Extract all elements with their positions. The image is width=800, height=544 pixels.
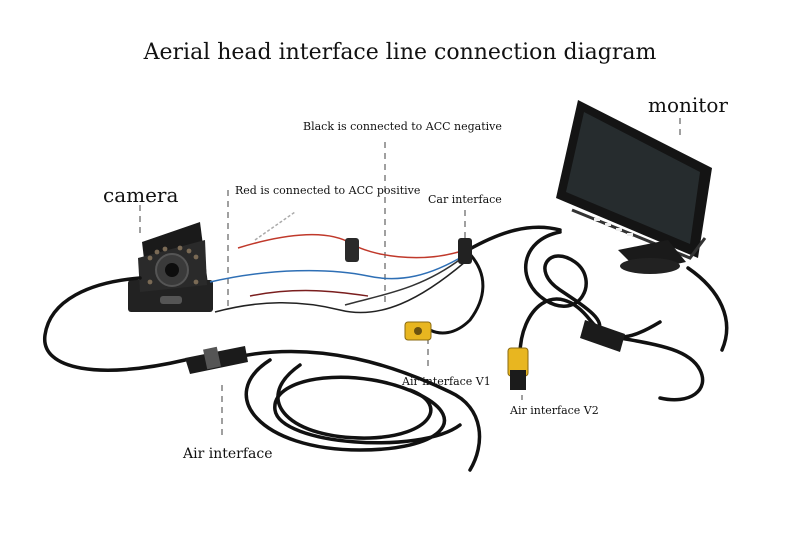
coil-2 bbox=[276, 363, 433, 440]
car-interface-label: Car interface bbox=[428, 193, 502, 206]
black-wire bbox=[214, 261, 466, 314]
air-interface-v1-label: Air interface V1 bbox=[402, 375, 491, 388]
camera-unit bbox=[128, 222, 213, 312]
red-wire-label: Red is connected to ACC positive bbox=[235, 184, 421, 197]
v2-connector bbox=[507, 347, 529, 390]
camera-cable bbox=[43, 276, 187, 372]
camera-label: camera bbox=[103, 183, 179, 207]
grey-wire bbox=[254, 211, 296, 241]
monitor-connector bbox=[580, 320, 625, 352]
monitor-coil bbox=[524, 230, 602, 334]
monitor-unit bbox=[556, 100, 712, 274]
thin-black-wire bbox=[344, 257, 463, 306]
car-to-monitor-cable bbox=[466, 225, 562, 252]
air-cable bbox=[230, 349, 482, 472]
black-wire-label: Black is connected to ACC negative bbox=[303, 120, 502, 133]
dark-red-wire bbox=[249, 289, 369, 297]
air-connector bbox=[185, 346, 248, 374]
blue-wire bbox=[209, 254, 466, 283]
v2-cable bbox=[518, 297, 662, 357]
car-connector bbox=[458, 238, 472, 264]
car-to-v1-cable bbox=[428, 250, 485, 335]
v1-connector bbox=[404, 321, 432, 341]
monitor-label: monitor bbox=[648, 93, 728, 117]
monitor-down bbox=[686, 266, 729, 352]
diagram-title: Aerial head interface line connection di… bbox=[143, 40, 657, 65]
air-interface-v2-label: Air interface V2 bbox=[510, 404, 599, 417]
acc-connector bbox=[345, 238, 359, 262]
air-interface-label: Air interface bbox=[183, 446, 273, 462]
monitor-tail bbox=[618, 336, 705, 402]
